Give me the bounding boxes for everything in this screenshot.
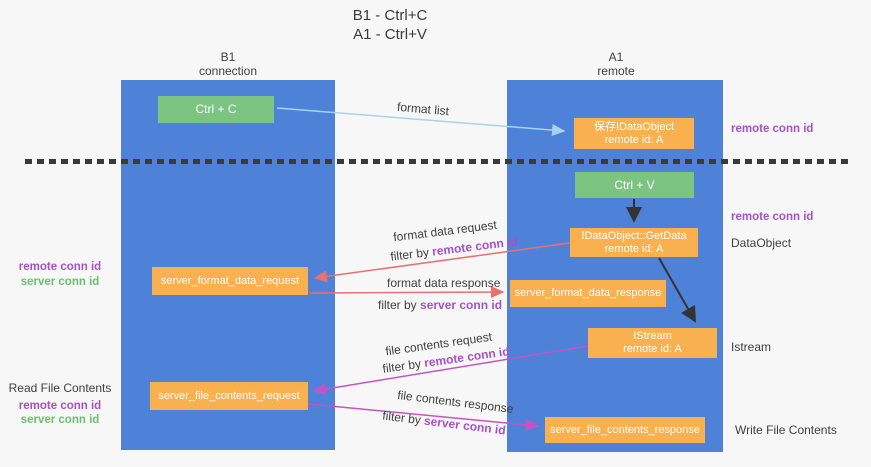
box-istream-remote-id: remote id: A: [623, 343, 682, 355]
box-istream-title: IStream: [633, 330, 672, 342]
filter-by-text: filter by: [381, 356, 426, 376]
right-label-remote-conn-id-top: remote conn id: [731, 123, 814, 135]
arrow-label-filter-server-1: filter by server conn id: [378, 298, 502, 312]
box-server-file-contents-request: server_file_contents_request: [150, 382, 308, 410]
title-line-2: A1 - Ctrl+V: [353, 26, 427, 43]
filter-by-text: filter by: [378, 298, 421, 312]
left-label-read-file-contents: Read File Contents: [8, 381, 112, 395]
left-label-remote-conn-id-bottom: remote conn id: [18, 400, 102, 412]
column-b1-name: B1: [220, 50, 236, 64]
box-ctrl-c-label: Ctrl + C: [195, 102, 237, 116]
box-server-format-data-response: server_format_data_response: [510, 280, 666, 307]
arrow-label-format-list: format list: [396, 99, 450, 119]
right-label-write-file-contents: Write File Contents: [735, 423, 837, 437]
box-ctrl-v: Ctrl + V: [575, 172, 694, 198]
right-label-istream: Istream: [731, 340, 772, 354]
box-ctrl-v-label: Ctrl + V: [614, 177, 655, 192]
column-a1-name: A1: [608, 50, 624, 64]
box-format-request-label: server_format_data_request: [160, 274, 300, 287]
left-label-remote-conn-id-top: remote conn id: [18, 261, 102, 273]
filter-by-text: filter by: [381, 408, 426, 428]
box-save-idataobject-title: 保存IDataObject: [593, 120, 675, 133]
box-save-idataobject-remote-id: remote id: A: [604, 133, 664, 146]
column-b1-subtitle: connection: [198, 64, 258, 78]
column-a1-subtitle: remote: [597, 64, 635, 78]
box-istream: IStream remote id: A: [588, 328, 717, 358]
filter-server-conn-id-text: server conn id: [420, 298, 503, 312]
arrow-label-format-data-response: format data response: [387, 276, 501, 290]
filter-by-text: filter by: [389, 244, 434, 264]
box-ctrl-c: Ctrl + C: [158, 96, 274, 123]
box-file-request-label: server_file_contents_request: [158, 389, 300, 402]
box-idataobject-getdata: IDataObject::GetData remote id: A: [570, 228, 698, 257]
box-getdata-title: IDataObject::GetData: [581, 229, 687, 242]
column-header-a1: A1 remote: [546, 50, 686, 78]
filter-server-conn-id-text: server conn id: [423, 413, 507, 438]
box-format-response-label: server_format_data_response: [514, 287, 662, 299]
box-file-response-label: server_file_contents_response: [550, 423, 700, 436]
box-server-format-data-request: server_format_data_request: [152, 267, 308, 295]
left-label-server-conn-id-bottom: server conn id: [20, 414, 100, 426]
box-getdata-remote-id: remote id: A: [604, 242, 664, 255]
diagram-title: B1 - Ctrl+C A1 - Ctrl+V: [250, 6, 530, 44]
left-label-server-conn-id-top: server conn id: [20, 276, 100, 288]
arrow-format-data-response: [308, 286, 505, 299]
title-line-1: B1 - Ctrl+C: [352, 7, 428, 24]
box-server-file-contents-response: server_file_contents_response: [545, 417, 705, 443]
column-header-b1: B1 connection: [158, 50, 298, 78]
right-label-dataobject: DataObject: [731, 236, 792, 250]
separator-dashed-line: [25, 159, 848, 164]
box-save-idataobject: 保存IDataObject remote id: A: [574, 118, 694, 149]
right-label-remote-conn-id-mid: remote conn id: [731, 211, 814, 223]
